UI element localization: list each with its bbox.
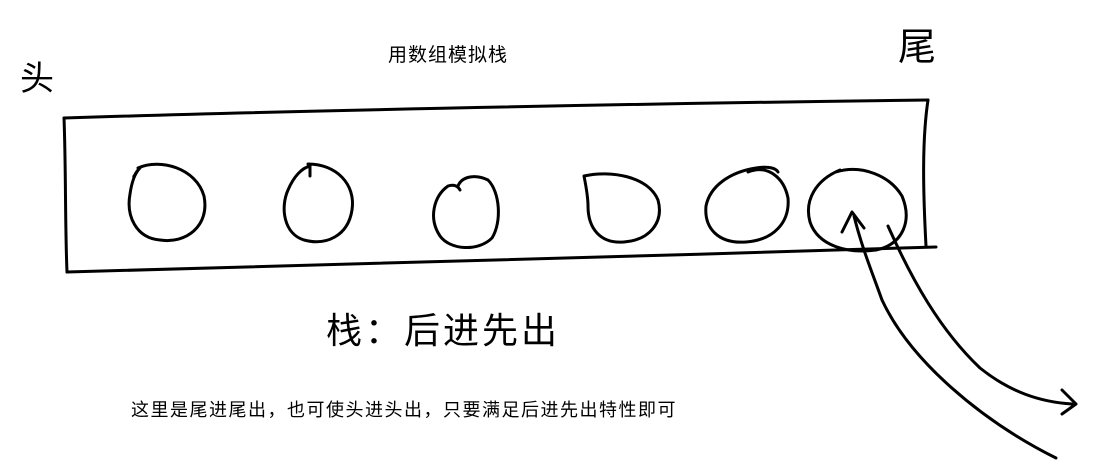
diagram-title: 用数组模拟栈: [388, 44, 509, 66]
stack-element: [704, 165, 790, 244]
array-box-top-edge: [62, 98, 930, 120]
pop-arrow: [886, 224, 1078, 416]
array-box: [62, 98, 938, 274]
stack-element: [127, 162, 207, 243]
pop-arrow-shaft: [886, 224, 1074, 406]
pop-arrow-head: [1060, 388, 1078, 416]
array-box-right-edge: [922, 98, 930, 248]
tail-label: 尾: [898, 25, 937, 69]
explanation-note: 这里是尾进尾出，也可使头进头出，只要满足后进先出特性即可: [131, 400, 677, 421]
push-arrow-shaft: [852, 214, 1058, 460]
array-box-left-edge: [62, 116, 69, 274]
push-arrow: [840, 210, 1058, 460]
head-label: 头: [20, 59, 54, 99]
stack-element: [282, 162, 354, 244]
push-arrow-head: [840, 210, 866, 234]
stack-element: [432, 175, 500, 250]
stack-element: [582, 172, 661, 244]
stack-rule-caption: 栈：后进先出: [326, 311, 561, 352]
stack-element: [807, 168, 908, 253]
stack-elements: [127, 162, 908, 253]
array-box-bottom-edge: [65, 245, 938, 274]
